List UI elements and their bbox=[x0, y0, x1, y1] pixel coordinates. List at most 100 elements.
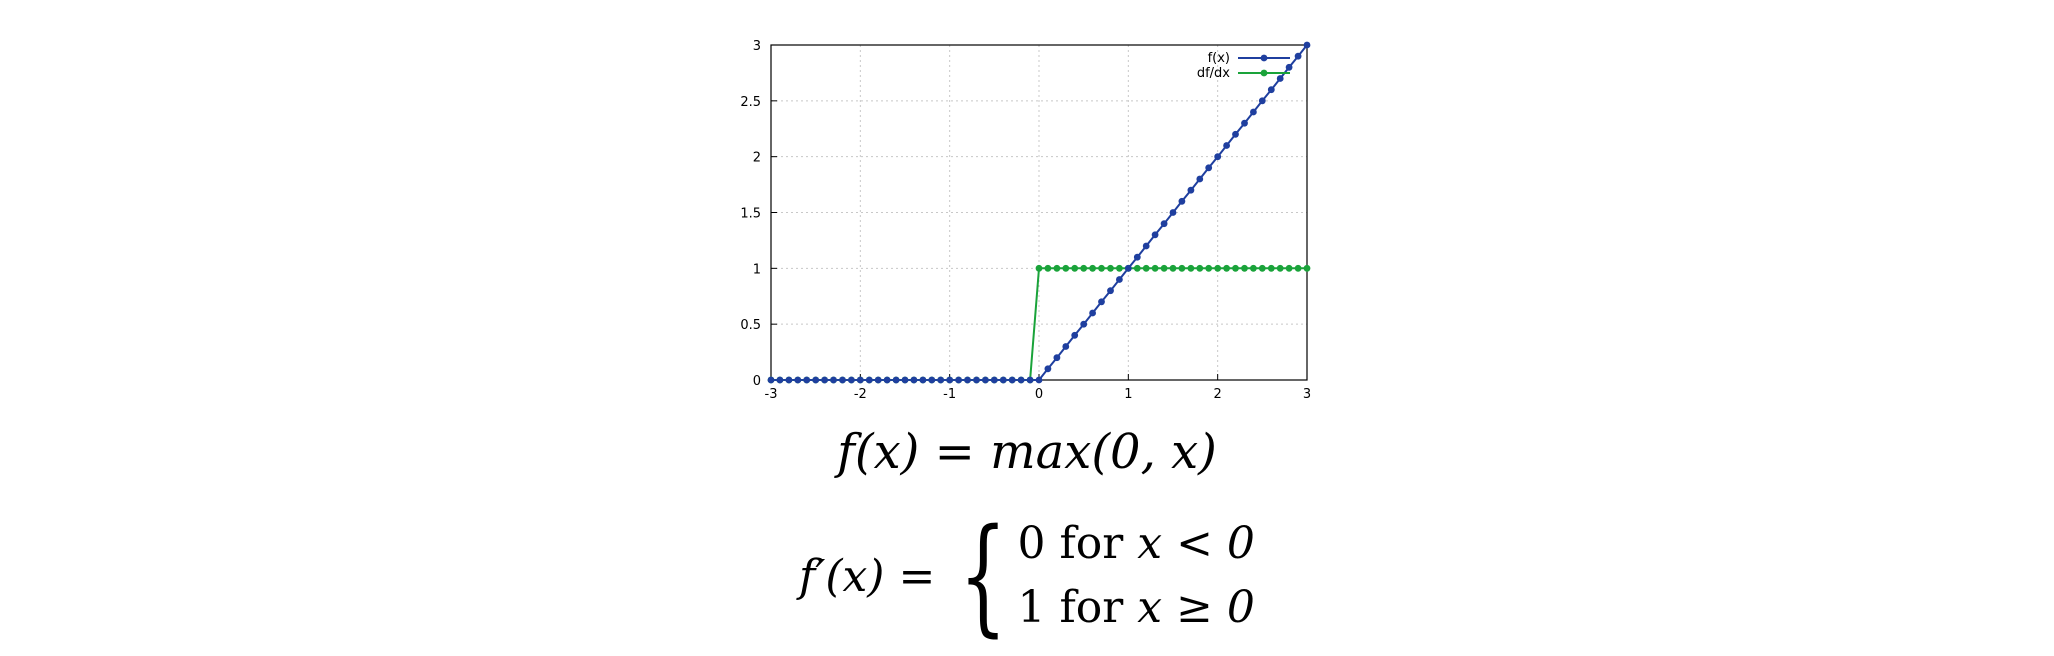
point-f bbox=[1250, 108, 1257, 116]
grid bbox=[771, 45, 1307, 380]
point-dfdx bbox=[1285, 264, 1293, 272]
point-dfdx bbox=[1107, 264, 1114, 272]
point-f bbox=[1116, 276, 1123, 283]
point-dfdx bbox=[1098, 264, 1105, 272]
point-f bbox=[874, 376, 882, 384]
y-tick-label: 2 bbox=[753, 151, 761, 166]
derivative-lhs: f′(x) = bbox=[799, 550, 936, 602]
point-f bbox=[1205, 164, 1213, 172]
point-f bbox=[1276, 75, 1284, 82]
point-f bbox=[937, 376, 945, 384]
point-f bbox=[955, 376, 962, 384]
point-f bbox=[812, 376, 820, 384]
point-f bbox=[1160, 220, 1168, 228]
legend: f(x)df/dx bbox=[1197, 51, 1290, 81]
point-f bbox=[999, 376, 1007, 384]
legend-label: df/dx bbox=[1197, 66, 1230, 81]
case-nonnegative: 1 for x ≥ 0 bbox=[1017, 582, 1255, 633]
point-dfdx bbox=[1187, 264, 1195, 272]
point-f bbox=[1044, 365, 1052, 373]
point-f bbox=[830, 376, 837, 384]
point-dfdx bbox=[1258, 264, 1266, 272]
point-f bbox=[1214, 153, 1222, 161]
point-f bbox=[1071, 331, 1079, 339]
point-f bbox=[856, 376, 864, 384]
point-f bbox=[1098, 298, 1105, 306]
point-f bbox=[973, 376, 980, 384]
point-dfdx bbox=[1160, 264, 1168, 272]
point-f bbox=[1258, 97, 1266, 105]
point-f bbox=[794, 376, 802, 384]
point-f bbox=[1187, 186, 1195, 194]
point-f bbox=[928, 376, 936, 384]
point-f bbox=[1241, 119, 1248, 127]
point-f bbox=[946, 376, 954, 384]
derivative-cases: 0 for x < 0 1 for x ≥ 0 bbox=[1018, 512, 1255, 640]
x-tick-label: 1 bbox=[1124, 387, 1132, 402]
point-dfdx bbox=[1133, 264, 1141, 272]
point-dfdx bbox=[1223, 264, 1230, 272]
point-f bbox=[1232, 130, 1239, 138]
point-dfdx bbox=[1196, 264, 1204, 272]
point-f bbox=[901, 376, 909, 384]
y-tick-label: 1.5 bbox=[740, 207, 761, 222]
x-tick-label: 3 bbox=[1303, 387, 1311, 402]
point-f bbox=[1151, 231, 1159, 239]
point-f bbox=[1107, 287, 1114, 295]
point-f bbox=[919, 376, 927, 384]
legend-label: f(x) bbox=[1208, 51, 1230, 66]
point-f bbox=[803, 376, 811, 384]
point-dfdx bbox=[1089, 264, 1096, 272]
point-f bbox=[1035, 376, 1043, 384]
point-dfdx bbox=[1062, 264, 1070, 272]
point-dfdx bbox=[1294, 264, 1302, 272]
point-f bbox=[785, 376, 793, 384]
point-dfdx bbox=[1250, 264, 1257, 272]
point-f bbox=[821, 376, 828, 384]
y-tick-labels: 00.511.522.53 bbox=[740, 39, 777, 389]
point-dfdx bbox=[1053, 264, 1061, 272]
point-dfdx bbox=[1035, 264, 1043, 272]
point-f bbox=[1080, 320, 1088, 328]
point-f bbox=[1133, 253, 1141, 261]
point-f bbox=[1053, 354, 1061, 362]
y-tick-label: 0.5 bbox=[740, 318, 761, 333]
x-tick-label: -3 bbox=[765, 387, 778, 402]
point-f bbox=[776, 376, 784, 384]
x-tick-label: 0 bbox=[1035, 387, 1043, 402]
point-f bbox=[964, 376, 971, 384]
x-tick-label: -2 bbox=[854, 387, 867, 402]
point-dfdx bbox=[1276, 264, 1284, 272]
point-dfdx bbox=[1178, 264, 1186, 272]
point-f bbox=[848, 376, 855, 384]
relu-formula: f(x) = max(0, x) bbox=[837, 424, 1217, 480]
point-dfdx bbox=[1169, 264, 1177, 272]
x-tick-label: -1 bbox=[943, 387, 956, 402]
legend-marker bbox=[1260, 54, 1268, 62]
point-dfdx bbox=[1151, 264, 1159, 272]
point-f bbox=[1089, 309, 1096, 317]
point-dfdx bbox=[1232, 264, 1239, 272]
point-dfdx bbox=[1267, 264, 1275, 272]
point-f bbox=[1124, 264, 1132, 272]
point-f bbox=[990, 376, 998, 384]
point-f bbox=[1223, 142, 1230, 149]
point-f bbox=[982, 376, 989, 384]
legend-marker bbox=[1260, 69, 1268, 77]
point-dfdx bbox=[1116, 264, 1123, 272]
point-dfdx bbox=[1214, 264, 1222, 272]
point-f bbox=[1267, 86, 1275, 94]
point-dfdx bbox=[1241, 264, 1248, 272]
point-f bbox=[1008, 376, 1016, 384]
point-f bbox=[839, 376, 846, 384]
left-brace: { bbox=[959, 502, 1008, 649]
point-f bbox=[1294, 52, 1302, 60]
x-tick-label: 2 bbox=[1214, 387, 1222, 402]
point-f bbox=[1178, 197, 1186, 205]
point-f bbox=[1169, 209, 1177, 216]
point-f bbox=[1196, 175, 1204, 183]
point-f bbox=[767, 376, 775, 384]
series-layer bbox=[767, 41, 1311, 384]
point-f bbox=[892, 376, 900, 384]
